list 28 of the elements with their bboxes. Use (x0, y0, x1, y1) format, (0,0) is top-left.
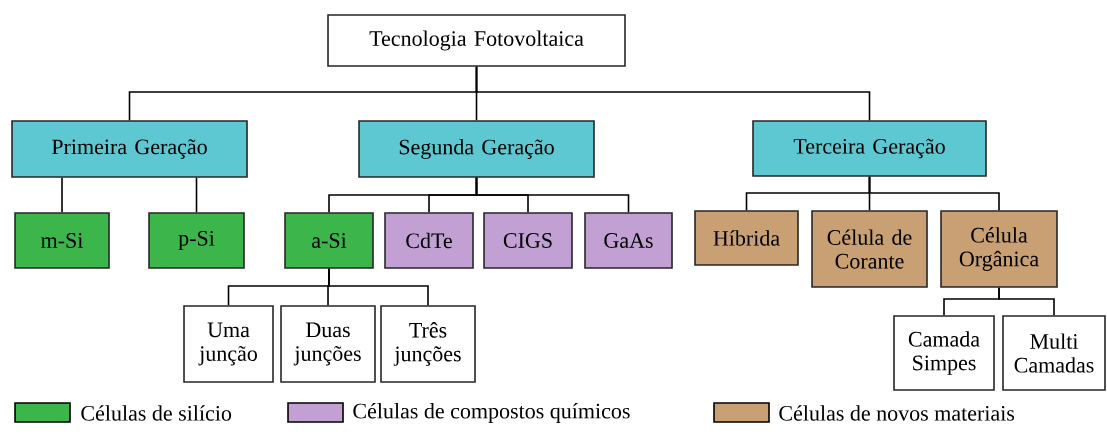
technology-box: m-Si (14, 212, 110, 269)
category-box: Camada Simpes (893, 315, 995, 391)
technology-box: a-Si (284, 212, 374, 269)
connector-line (195, 177, 198, 213)
legend-label: Células de compostos químicos (353, 403, 630, 423)
connector-line (328, 268, 429, 306)
category-box: Multi Camadas (1002, 315, 1106, 391)
connector-line (475, 177, 630, 213)
technology-box: Híbrida (694, 210, 799, 266)
legend-label: Células de silício (81, 405, 232, 421)
connector-line (61, 177, 63, 213)
category-box: Duas junções (280, 305, 376, 383)
connector-line (868, 176, 1000, 211)
generation-box: Segunda Geração (358, 120, 595, 178)
technology-box: p-Si (148, 212, 245, 269)
category-box: Três junções (380, 305, 476, 383)
technology-box: Célula de Corante (811, 210, 928, 288)
category-box: Tecnologia Fotovoltaica (327, 14, 626, 67)
technology-box: GaAs (584, 212, 673, 269)
legend-label: Células de novos materiais (779, 405, 1015, 421)
technology-box: Célula Orgânica (940, 210, 1058, 288)
generation-box: Terceira Geração (752, 120, 987, 177)
category-box: Uma junção (183, 305, 274, 383)
generation-box: Primeira Geração (11, 120, 248, 178)
connector-line (998, 287, 1055, 316)
technology-box: CdTe (384, 212, 474, 269)
technology-box: CIGS (483, 212, 573, 269)
connector-line (475, 66, 871, 121)
